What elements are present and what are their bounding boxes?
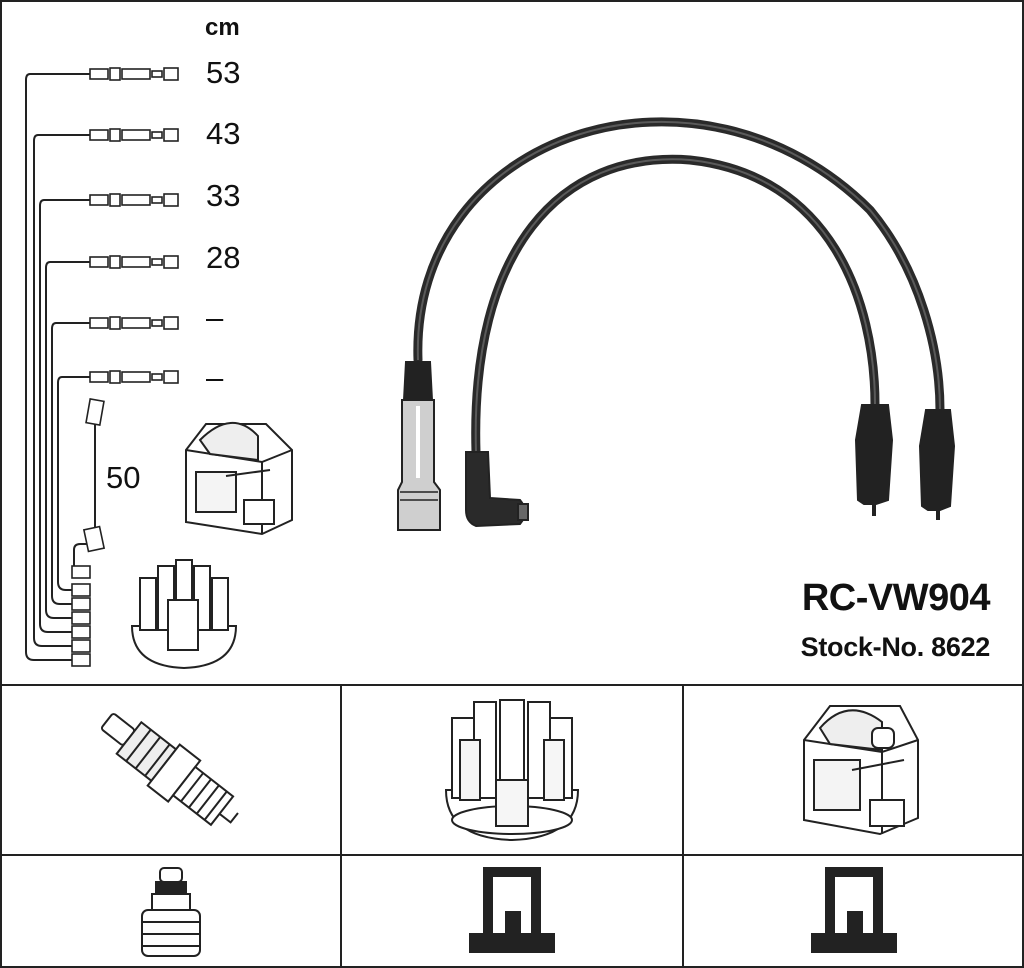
spark-plug-boot-straight <box>397 361 441 531</box>
model-number: RC-VW904 <box>801 577 991 619</box>
lead-length-5: – <box>206 300 224 335</box>
spark-plug-icon <box>101 713 239 827</box>
lead-set-schematic <box>25 73 90 661</box>
connector-28 <box>89 255 179 269</box>
coil-lead-length: 50 <box>106 460 141 495</box>
distributor-terminal-icon <box>469 867 555 953</box>
ignition-coil-small <box>185 421 293 536</box>
ignition-coil-icon <box>803 705 919 836</box>
stock-number: Stock-No. 8622 <box>800 632 991 662</box>
cable-highlights <box>416 120 941 453</box>
lead-length-2: 43 <box>206 116 241 151</box>
lead-length-4: 28 <box>206 240 241 275</box>
connector-43 <box>89 128 179 142</box>
lead-connectors <box>71 67 179 667</box>
plug-terminal-icon <box>141 867 201 957</box>
connector-5 <box>89 316 179 330</box>
spark-plug-boot-angled <box>465 451 529 528</box>
distributor-cap-small <box>130 559 238 670</box>
connector-33 <box>89 193 179 207</box>
ignition-cables <box>413 117 945 457</box>
connector-53 <box>89 67 179 81</box>
lead-length-1: 53 <box>206 55 241 90</box>
distributor-terminals <box>71 565 91 667</box>
coil-lead-connector <box>82 398 106 553</box>
connector-6 <box>89 370 179 384</box>
coil-terminal-icon <box>811 867 897 953</box>
coil-boots-right <box>854 404 956 520</box>
distributor-cap-icon <box>444 699 580 842</box>
lead-length-3: 33 <box>206 178 241 213</box>
lead-length-6: – <box>206 360 224 395</box>
unit-label: cm <box>205 14 240 41</box>
